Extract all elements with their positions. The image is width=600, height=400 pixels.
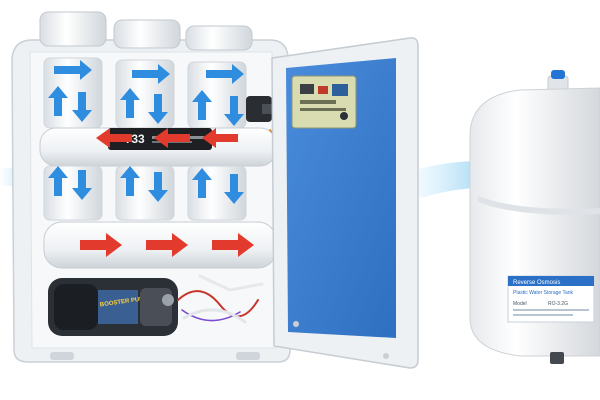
top-cap-2 bbox=[113, 19, 181, 49]
cabinet: T33 BOOSTER PUMP bbox=[11, 11, 301, 363]
flow-arrows-red bbox=[80, 128, 254, 257]
tank-label-line2: Plastic Water Storage Tank bbox=[513, 290, 574, 296]
control-board bbox=[291, 75, 357, 129]
tank-model-label: Model bbox=[513, 301, 527, 307]
top-cap-1 bbox=[39, 11, 107, 47]
booster-pump: BOOSTER PUMP bbox=[48, 278, 178, 336]
cabinet-door bbox=[271, 37, 419, 369]
storage-tank: Reverse Osmosis Plastic Water Storage Ta… bbox=[469, 70, 600, 364]
tank-label: Reverse Osmosis Plastic Water Storage Ta… bbox=[507, 275, 595, 323]
tank-spec-label: RO-3.2G bbox=[548, 301, 568, 307]
top-cap-3 bbox=[185, 25, 253, 51]
flow-arrows-blue bbox=[48, 60, 244, 204]
tank-valve bbox=[551, 70, 565, 79]
tank-label-line1: Reverse Osmosis bbox=[513, 280, 560, 286]
